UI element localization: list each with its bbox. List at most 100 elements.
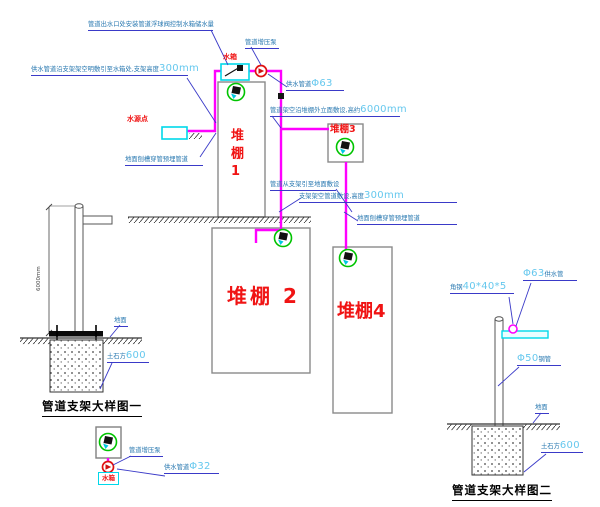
note-buried-left: 地面刨槽穿管预埋管道	[125, 156, 203, 166]
leader-line	[508, 296, 514, 325]
leader-line	[116, 468, 166, 477]
post-cap	[74, 203, 84, 209]
note-text: 地面	[114, 317, 127, 324]
water-meter-icon	[226, 82, 246, 102]
leader-line	[523, 453, 547, 473]
ground-label-detail2: 地面	[535, 404, 549, 414]
angle-steel-label: 角钢 40*40*5	[450, 282, 514, 294]
support-arm	[82, 215, 113, 225]
leader-line	[271, 115, 282, 129]
booster-pump-icon	[254, 64, 268, 78]
note-text: 供水管道	[164, 464, 190, 472]
ground-hatch	[103, 338, 142, 345]
leader-line	[109, 324, 121, 338]
pipe-main-run	[187, 69, 283, 230]
leader-line	[99, 362, 113, 390]
note-pipe32: 供水管道 Φ32	[164, 462, 219, 474]
ground-hatch	[522, 424, 560, 431]
ground-tick-source	[189, 133, 202, 139]
note-bracket-height: 支架架空管道敷设,高度 300mm	[299, 191, 457, 203]
note-text: 地面刨槽穿管预埋管道	[357, 215, 420, 222]
note-value: 600	[559, 440, 580, 451]
ground-hatch	[447, 424, 473, 431]
pipe-valve-fitting	[278, 93, 284, 99]
leader-line	[335, 188, 353, 213]
water-meter-icon	[338, 248, 358, 268]
note-buried-mid: 地面刨槽穿管预埋管道	[357, 215, 457, 225]
base-plate	[49, 331, 103, 337]
note-value: Φ32	[189, 461, 211, 472]
note-to-ground: 管道从支架引至地面敷设	[270, 181, 340, 191]
leader-line	[250, 46, 262, 66]
dimension-6000mm: 6000mm	[36, 266, 42, 291]
shed1-outline	[217, 81, 266, 218]
shed2-label: 堆棚 2	[227, 284, 300, 308]
note-text: 管道增压泵	[245, 39, 277, 46]
note-value: 300mm	[363, 190, 405, 201]
leader-line	[532, 412, 542, 424]
note-text: 支架架空管道敷设,高度	[299, 193, 364, 201]
note-supply-to-tank: 供水管道沿支架架空明敷引至水箱处,支架高度 300mm	[31, 64, 199, 76]
water-meter-icon	[335, 137, 355, 157]
note-text: 供水管	[544, 271, 564, 279]
detail1-title: 管道支架大样图一	[42, 398, 142, 417]
pipe-post-cap	[494, 316, 504, 322]
note-text: 管道从支架引至地面敷设	[270, 181, 340, 188]
leader-line	[278, 197, 302, 213]
dimension-tick	[45, 203, 53, 211]
ground-label-detail1: 地面	[114, 317, 128, 327]
note-text: 土石方	[541, 443, 560, 451]
excavation-label-detail2: 土石方 600	[541, 441, 583, 453]
note-text: 供水管道沿支架架空明敷引至水箱处,支架高度	[31, 66, 159, 74]
pipe50-label: Φ50 钢管	[517, 354, 561, 366]
note-booster-pump-top: 管道增压泵	[245, 39, 279, 49]
note-text: 地面刨槽穿管预埋管道	[125, 156, 188, 163]
shed2-outline	[211, 227, 311, 374]
leader-line	[515, 282, 532, 327]
booster-pump-icon	[101, 460, 115, 474]
note-value: 40*40*5	[462, 281, 507, 292]
leader-line	[343, 211, 359, 222]
water-meter-icon	[273, 228, 293, 248]
leader-line	[267, 73, 288, 88]
tank-label: 水箱	[223, 53, 237, 61]
pipe-shed2-branch	[254, 228, 280, 243]
note-value: Φ63	[311, 78, 333, 89]
angle-steel-bar	[501, 330, 549, 339]
pipe63-section	[508, 324, 518, 334]
leader-line	[186, 77, 217, 124]
note-value: 6000mm	[360, 104, 407, 115]
leader-line	[497, 366, 520, 387]
note-text: 管道架空沿堆棚外立面敷设,高约	[270, 107, 361, 115]
note-facade-run: 管道架空沿堆棚外立面敷设,高约 6000mm	[270, 105, 407, 117]
excavation-label-detail1: 土石方 600	[107, 351, 149, 363]
note-text: 角钢	[450, 284, 463, 292]
note-value: Φ63	[523, 268, 545, 279]
leader-line	[112, 455, 132, 466]
note-text: 土石方	[107, 353, 126, 361]
note-pipe63: 供水管道 Φ63	[286, 79, 344, 91]
concrete-foundation	[49, 339, 104, 393]
note-text: 供水管道	[286, 81, 312, 89]
shed4-label: 堆棚4	[337, 301, 386, 322]
concrete-foundation	[471, 425, 524, 476]
source-point-box	[161, 126, 188, 140]
note-text: 地面	[535, 404, 548, 411]
note-value: Φ50	[517, 353, 539, 364]
water-meter-icon	[98, 432, 118, 452]
note-value: 300mm	[158, 63, 200, 74]
legend-tank-label: 水箱	[102, 474, 115, 483]
pipe63-label-detail2: Φ63 供水管	[523, 269, 577, 281]
shed4-outline	[332, 246, 393, 414]
note-text: 管道增压泵	[129, 447, 161, 454]
float-valve-body	[237, 65, 243, 71]
ground-hatch-main	[128, 217, 311, 223]
water-tank-box	[220, 63, 250, 81]
shed3-label: 堆棚3	[330, 124, 356, 135]
leader-line	[210, 29, 229, 66]
note-value: 600	[125, 350, 146, 361]
legend-tank-box: 水箱	[98, 472, 119, 485]
detail2-title: 管道支架大样图二	[452, 482, 552, 501]
